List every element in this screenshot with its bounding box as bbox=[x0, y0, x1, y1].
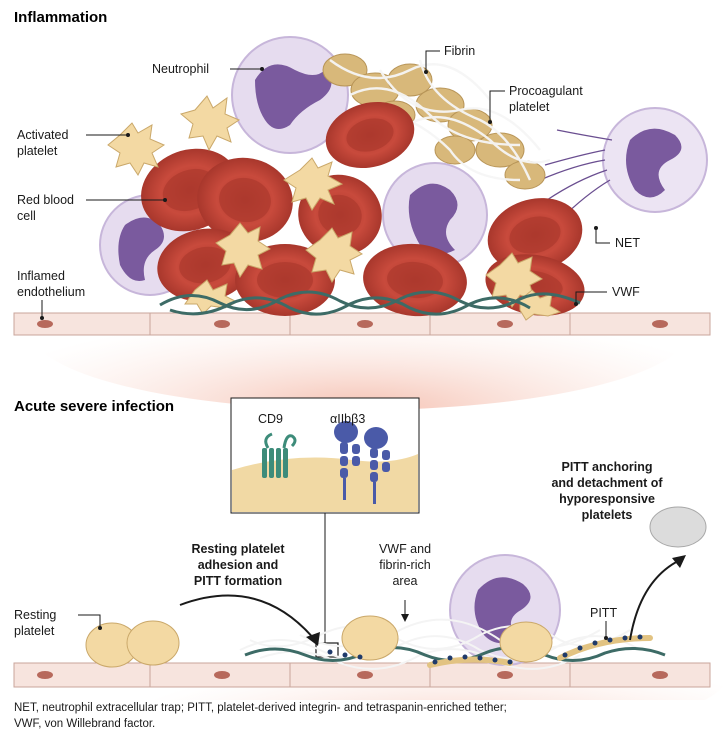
neutrophil-cell bbox=[231, 36, 349, 154]
label-activated-line1: Activated bbox=[17, 128, 68, 142]
label-procoagulant-line2: platelet bbox=[509, 100, 550, 114]
label-anchoring-line4: platelets bbox=[582, 508, 633, 522]
label-endothelium-line2: endothelium bbox=[17, 285, 85, 299]
label-vwf-area-line1: VWF and bbox=[379, 542, 431, 556]
activated-platelets bbox=[107, 95, 562, 321]
panel-title-inflammation: Inflammation bbox=[14, 9, 107, 26]
neutrophil-cell-center bbox=[382, 162, 488, 268]
label-anchoring-line3: hyporesponsive bbox=[559, 492, 655, 506]
label-vwf-area-line3: area bbox=[392, 574, 417, 588]
endothelium-bottom bbox=[13, 662, 711, 688]
label-procoagulant-line1: Procoagulant bbox=[509, 84, 583, 98]
label-resting-adhesion-line3: PITT formation bbox=[194, 574, 282, 588]
label-cd9: CD9 bbox=[258, 412, 283, 426]
neutrophil-net-cell bbox=[539, 107, 708, 221]
fibrin-strands bbox=[329, 59, 551, 182]
pitt-tethers bbox=[327, 634, 653, 668]
label-endothelium-line1: Inflamed bbox=[17, 269, 65, 283]
label-activated-line2: platelet bbox=[17, 144, 58, 158]
figure: Inflammation bbox=[13, 9, 724, 700]
membrane-inset: CD9 αIIbβ3 bbox=[230, 397, 420, 658]
cd9-protein bbox=[262, 432, 297, 478]
integrin-protein bbox=[334, 421, 390, 504]
resting-platelets bbox=[85, 615, 553, 668]
label-net: NET bbox=[615, 236, 640, 250]
label-resting-line1: Resting bbox=[14, 608, 56, 622]
label-vwf-area-line2: fibrin-rich bbox=[379, 558, 430, 572]
label-integrin: αIIbβ3 bbox=[330, 412, 365, 426]
top-labels: Neutrophil Fibrin Procoagulant platelet … bbox=[17, 44, 640, 320]
label-rbc-line2: cell bbox=[17, 209, 36, 223]
label-vwf: VWF bbox=[612, 285, 640, 299]
label-rbc-line1: Red blood bbox=[17, 193, 74, 207]
label-fibrin: Fibrin bbox=[444, 44, 475, 58]
panel-title-acute-severe-infection: Acute severe infection bbox=[14, 398, 174, 415]
footnote-line1: NET, neutrophil extracellular trap; PITT… bbox=[14, 702, 507, 714]
label-neutrophil: Neutrophil bbox=[152, 62, 209, 76]
footnote: NET, neutrophil extracellular trap; PITT… bbox=[14, 700, 714, 732]
footnote-line2: VWF, von Willebrand factor. bbox=[14, 718, 156, 730]
label-resting-adhesion-line1: Resting platelet bbox=[191, 542, 285, 556]
label-anchoring-line1: PITT anchoring bbox=[562, 460, 653, 474]
bottom-labels: PITT anchoring and detachment of hypores… bbox=[14, 460, 663, 640]
vwf-strands bbox=[159, 290, 581, 316]
label-resting-adhesion-line2: adhesion and bbox=[198, 558, 279, 572]
label-pitt: PITT bbox=[590, 606, 617, 620]
label-anchoring-line2: and detachment of bbox=[551, 476, 663, 490]
inflamed-endothelium bbox=[13, 312, 711, 336]
label-resting-line2: platelet bbox=[14, 624, 55, 638]
hyporesponsive-platelet bbox=[649, 506, 707, 548]
arrows bbox=[179, 555, 686, 646]
